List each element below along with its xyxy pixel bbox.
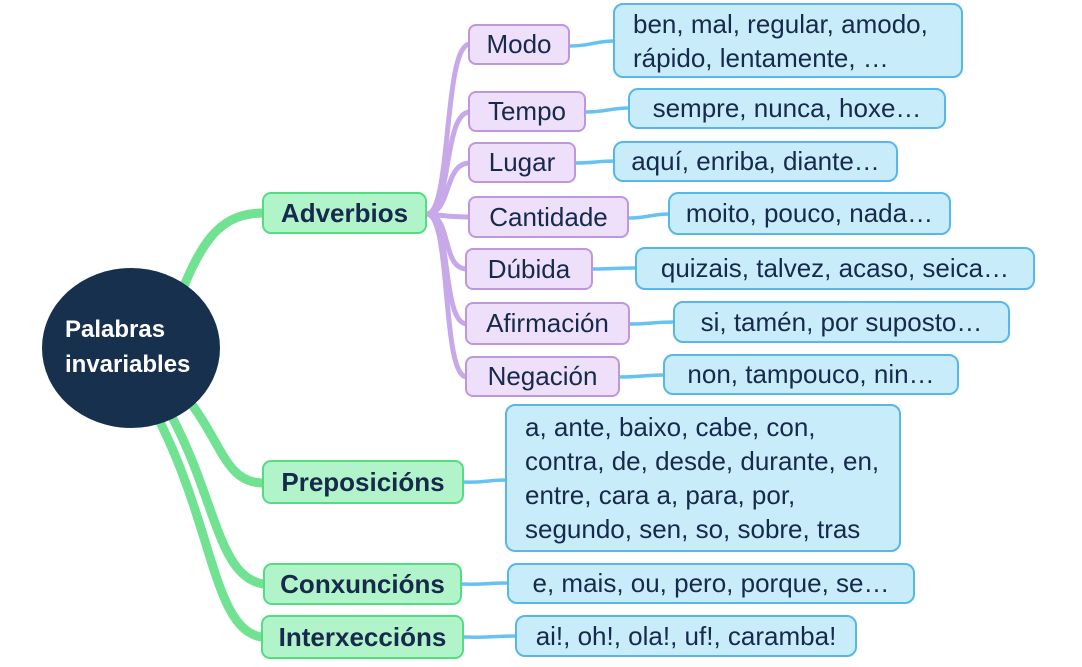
examples-modo: ben, mal, regular, amodo, rápido, lentam…: [613, 3, 963, 78]
branch-node-conxuncions: Conxuncións: [263, 563, 462, 605]
subnode-modo: Modo: [468, 24, 570, 65]
branch-node-interxeccions: Interxeccións: [261, 615, 464, 659]
subnode-label: Afirmación: [486, 308, 609, 338]
connector-center-adverbios: [175, 208, 267, 301]
center-node-label-line2: invariables: [65, 351, 191, 378]
examples-text: non, tampouco, nin…: [687, 359, 935, 389]
examples-text: ben, mal, regular, amodo, rápido, lentam…: [633, 8, 928, 73]
connector-dubida-examples: [591, 266, 639, 271]
subnode-afirmacion: Afirmación: [465, 302, 630, 345]
connector-center-conxuncions: [167, 412, 268, 589]
connector-modo-examples: [568, 39, 617, 48]
subnode-label: Lugar: [488, 147, 556, 177]
examples-preposicions: a, ante, baixo, cabe, con, contra, de, d…: [505, 404, 901, 552]
connector-adverbios-negacion: [424, 211, 470, 380]
connector-center-interxeccions: [156, 419, 266, 642]
examples-text: a, ante, baixo, cabe, con, contra, de, d…: [525, 412, 880, 544]
examples-text: aquí, enriba, diante…: [631, 146, 880, 176]
subnode-cantidade: Cantidade: [468, 196, 629, 238]
examples-interxeccions: ai!, oh!, ola!, uf!, caramba!: [515, 615, 857, 657]
examples-negacion: non, tampouco, nin…: [663, 354, 959, 395]
examples-text: sempre, nunca, hoxe…: [652, 93, 922, 123]
branch-label: Adverbios: [280, 197, 409, 228]
examples-cantidade: moito, pouco, nada…: [668, 192, 951, 235]
examples-tempo: sempre, nunca, hoxe…: [628, 88, 946, 129]
connector-lugar-examples: [574, 159, 617, 165]
connector-preposicions-examples: [462, 478, 509, 484]
examples-conxuncions: e, mais, ou, pero, porque, se…: [507, 563, 915, 604]
connector-afirmacion-examples: [628, 320, 677, 326]
branch-label: Interxeccións: [278, 621, 447, 652]
examples-dubida: quizais, talvez, acaso, seica…: [635, 247, 1035, 290]
center-node-label-line1: Palabras: [65, 316, 166, 344]
subnode-label: Tempo: [487, 96, 567, 126]
examples-text: ai!, oh!, ola!, uf!, caramba!: [535, 620, 837, 651]
branch-node-preposicions: Preposicións: [262, 460, 464, 504]
subnode-label: Modo: [486, 29, 552, 59]
subnode-negacion: Negación: [465, 356, 620, 397]
connector-negacion-examples: [618, 373, 667, 379]
subnode-label: Negación: [487, 361, 598, 391]
examples-text: si, tamén, por suposto…: [700, 306, 983, 337]
subnode-label: Dúbida: [487, 253, 571, 284]
branch-label: Preposicións: [281, 466, 445, 497]
examples-text: moito, pouco, nada…: [685, 198, 934, 228]
examples-text: e, mais, ou, pero, porque, se…: [532, 568, 890, 598]
center-node: Palabras invariables: [42, 268, 220, 428]
branch-label: Conxuncións: [280, 568, 445, 599]
connector-adverbios-lugar: [424, 160, 473, 217]
subnode-dubida: Dúbida: [465, 248, 593, 290]
examples-afirmacion: si, tamén, por suposto…: [673, 301, 1010, 343]
connector-center-preposicions: [185, 397, 267, 488]
examples-lugar: aquí, enriba, diante…: [613, 141, 898, 182]
branch-node-adverbios: Adverbios: [262, 192, 427, 234]
subnode-lugar: Lugar: [468, 142, 576, 183]
subnode-label: Cantidade: [489, 201, 608, 232]
subnode-tempo: Tempo: [468, 91, 586, 132]
connector-conxuncions-examples: [460, 581, 511, 587]
connector-interxeccions-examples: [462, 634, 519, 640]
connector-tempo-examples: [584, 106, 632, 114]
examples-text: quizais, talvez, acaso, seica…: [660, 253, 1010, 283]
connector-cantidade-examples: [627, 212, 672, 220]
